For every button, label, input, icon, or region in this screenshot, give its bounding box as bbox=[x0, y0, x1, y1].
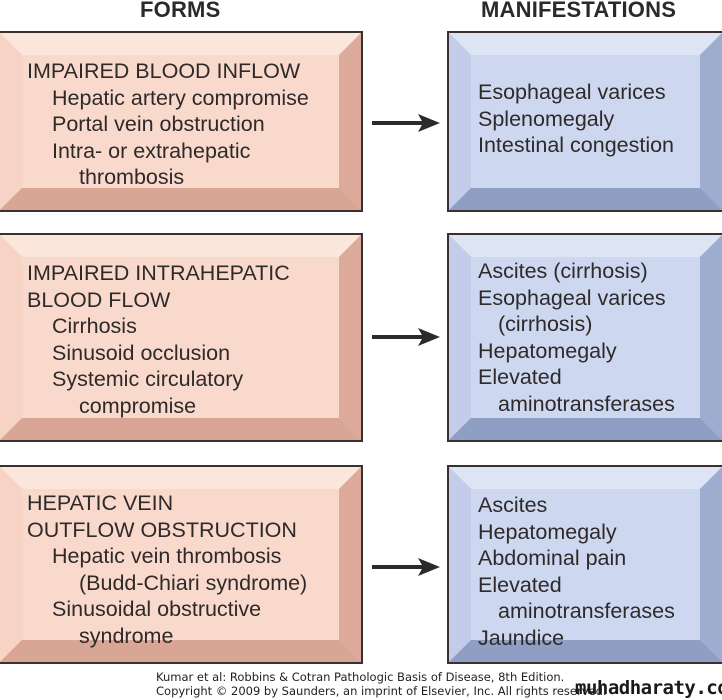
manifestation-box-1: Esophageal varices Splenomegaly Intestin… bbox=[447, 31, 722, 212]
form-box-impaired-inflow: IMPAIRED BLOOD INFLOW Hepatic artery com… bbox=[0, 31, 363, 212]
form-item: Sinusoidal obstructive bbox=[52, 597, 262, 621]
manifestation-item: Esophageal varices bbox=[478, 285, 666, 310]
form-item: Hepatic vein thrombosis bbox=[52, 544, 282, 568]
manifestation-item: Abdominal pain bbox=[478, 546, 627, 570]
manifestation-item: Intestinal congestion bbox=[478, 133, 675, 157]
manifestation-item: Jaundice bbox=[478, 625, 565, 650]
manifestation-item: Esophageal varices bbox=[478, 80, 666, 104]
manifestation-item: Ascites (cirrhosis) bbox=[478, 259, 648, 283]
column-header-forms: FORMS bbox=[140, 0, 221, 22]
manifestation-item: Hepatomegaly bbox=[478, 519, 617, 544]
manifestation-item: (cirrhosis) bbox=[498, 312, 593, 336]
form-item: thrombosis bbox=[79, 165, 185, 189]
form-text: HEPATIC VEIN OUTFLOW OBSTRUCTION Hepatic… bbox=[27, 490, 307, 649]
manifestation-item: Splenomegaly bbox=[478, 106, 615, 131]
manifestation-item: aminotransferases bbox=[498, 391, 675, 416]
form-item: syndrome bbox=[79, 623, 174, 648]
form-box-impaired-intrahepatic: IMPAIRED INTRAHEPATIC BLOOD FLOW Cirrhos… bbox=[0, 233, 363, 442]
citation-line-1: Kumar et al: Robbins & Cotran Pathologic… bbox=[156, 670, 565, 684]
form-box-hepatic-vein-outflow: HEPATIC VEIN OUTFLOW OBSTRUCTION Hepatic… bbox=[0, 465, 363, 664]
manifestation-item: Ascites bbox=[478, 493, 548, 517]
citation: Kumar et al: Robbins & Cotran Pathologic… bbox=[156, 670, 607, 698]
form-title-line: OUTFLOW OBSTRUCTION bbox=[27, 517, 297, 542]
form-text: IMPAIRED INTRAHEPATIC BLOOD FLOW Cirrhos… bbox=[27, 260, 290, 419]
manifestation-box-3: Ascites Hepatomegaly Abdominal pain Elev… bbox=[447, 465, 722, 664]
form-title-line: HEPATIC VEIN bbox=[27, 491, 174, 515]
form-title-line: BLOOD FLOW bbox=[27, 287, 171, 312]
form-item: (Budd-Chiari syndrome) bbox=[79, 570, 308, 595]
manifestation-item: Elevated bbox=[478, 572, 562, 597]
manifestation-text: Ascites (cirrhosis) Esophageal varices (… bbox=[478, 258, 675, 417]
form-item: Sinusoid occlusion bbox=[52, 340, 231, 365]
right-arrow-icon bbox=[372, 558, 440, 576]
right-arrow-icon bbox=[372, 114, 440, 132]
form-title-line: IMPAIRED INTRAHEPATIC bbox=[27, 261, 290, 285]
form-item: Intra- or extrahepatic bbox=[52, 138, 251, 163]
form-item: compromise bbox=[79, 393, 197, 418]
manifestation-text: Ascites Hepatomegaly Abdominal pain Elev… bbox=[478, 492, 675, 651]
right-arrow-icon bbox=[372, 328, 440, 346]
manifestation-item: aminotransferases bbox=[498, 599, 675, 623]
form-title-line: IMPAIRED BLOOD INFLOW bbox=[27, 59, 301, 83]
column-header-manifestations: MANIFESTATIONS bbox=[481, 0, 677, 22]
manifestation-item: Hepatomegaly bbox=[478, 338, 617, 363]
manifestation-box-2: Ascites (cirrhosis) Esophageal varices (… bbox=[447, 233, 722, 442]
manifestation-text: Esophageal varices Splenomegaly Intestin… bbox=[478, 79, 674, 159]
form-item: Systemic circulatory bbox=[52, 367, 244, 391]
form-item: Cirrhosis bbox=[52, 314, 137, 338]
manifestation-item: Elevated bbox=[478, 365, 562, 389]
form-text: IMPAIRED BLOOD INFLOW Hepatic artery com… bbox=[27, 58, 309, 191]
citation-line-2: Copyright © 2009 by Saunders, an imprint… bbox=[156, 684, 607, 698]
watermark: muhadharaty.com bbox=[575, 677, 722, 699]
form-item: Portal vein obstruction bbox=[52, 112, 265, 136]
form-item: Hepatic artery compromise bbox=[52, 85, 309, 110]
